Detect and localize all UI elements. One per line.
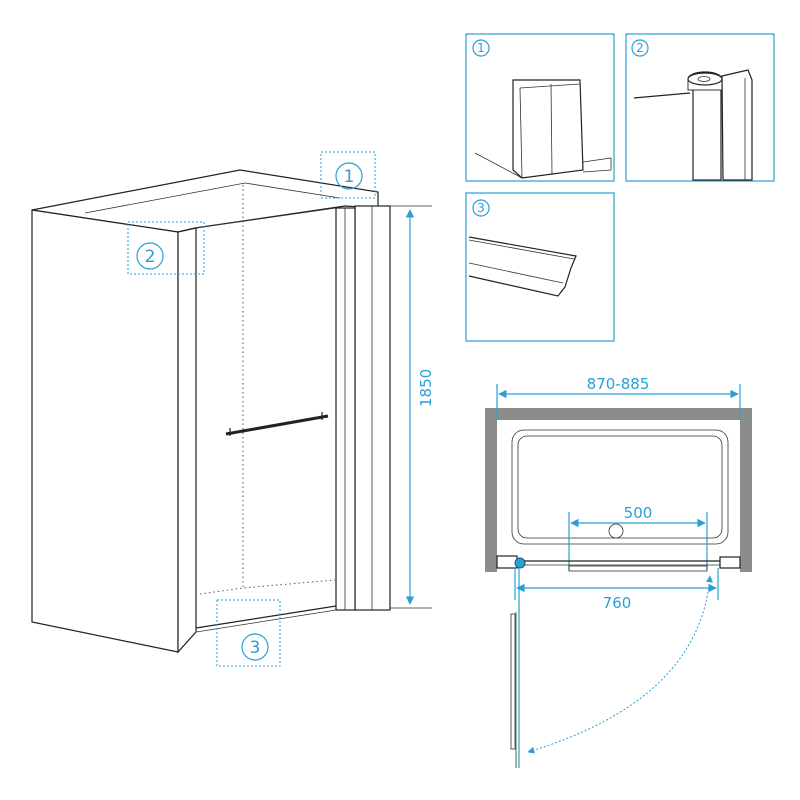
detail-2-label: 2 (636, 41, 644, 55)
callout-circle-2 (136, 242, 164, 270)
door-width-dimension-label: 760 (603, 594, 632, 612)
detail-3-circle (472, 199, 490, 217)
detail-3: 3 (465, 192, 615, 342)
callout-box-2 (127, 221, 205, 275)
left-wall-front (31, 209, 179, 653)
left-wall (485, 408, 497, 572)
callout-circle-3 (241, 633, 269, 661)
callout-label-2: 2 (145, 247, 156, 267)
detail-1: 1 (465, 33, 615, 182)
detail-2-circle (631, 39, 649, 57)
detail-3-label: 3 (477, 201, 485, 215)
right-magnet-profile (719, 556, 741, 569)
plan-view: 870-885 500 760 (485, 375, 752, 768)
callout-label-1: 1 (344, 167, 355, 187)
left-wall-side (177, 227, 197, 654)
detail-2: 2 (625, 33, 775, 182)
hinge-pivot-icon (514, 557, 526, 569)
right-wall-profile (354, 205, 391, 611)
door-swing-arc (527, 575, 713, 754)
door-handle-open (510, 613, 516, 750)
door-handle-plan (568, 565, 708, 572)
height-dimension-label: 1850 (417, 369, 435, 407)
right-wall (740, 408, 752, 572)
perspective-view: 1850 1 2 3 (31, 151, 435, 667)
wall-top-inner-edge (84, 182, 341, 214)
door-handle (225, 412, 329, 436)
left-hinge-bracket (496, 555, 518, 569)
shower-tray-inner (517, 435, 723, 539)
detail-1-circle (472, 39, 490, 57)
handle-dimension-label: 500 (624, 504, 653, 522)
door-bottom-profile-2 (195, 609, 337, 633)
callout-label-3: 3 (250, 638, 261, 658)
door-top-edge (195, 207, 337, 229)
detail-1-label: 1 (477, 41, 485, 55)
drain-icon (608, 523, 624, 539)
floor-hidden-line (199, 579, 336, 595)
back-wall (485, 408, 752, 420)
callout-box-1 (320, 151, 376, 199)
callout-box-3 (216, 599, 281, 667)
shower-tray (511, 429, 729, 545)
width-dimension-label: 870-885 (587, 375, 650, 393)
door-bottom-profile (195, 605, 337, 629)
callout-circle-1 (335, 162, 363, 190)
hinge-profile (335, 207, 356, 611)
